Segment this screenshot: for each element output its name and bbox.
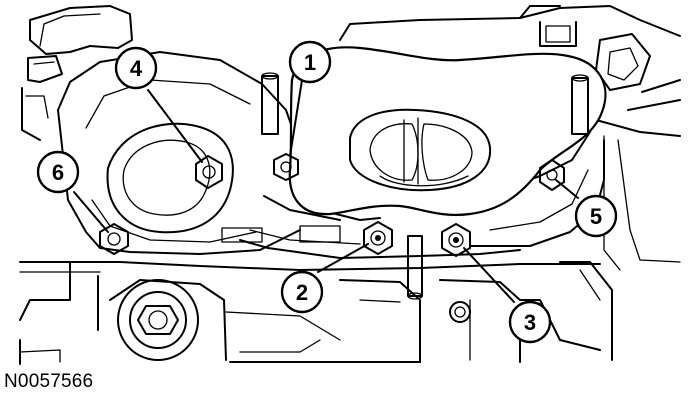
callout-3: 3 <box>508 300 552 344</box>
callout-6: 6 <box>36 150 80 194</box>
callout-1-text: 1 <box>304 50 316 75</box>
nut-1 <box>273 153 299 181</box>
callout-5-text: 5 <box>590 204 602 229</box>
nut-4 <box>195 155 223 189</box>
figure-id-label: N0057566 <box>4 371 94 392</box>
callout-4: 4 <box>114 46 158 90</box>
nut-6 <box>99 223 129 255</box>
manifold-stud-right <box>571 74 589 135</box>
manifold-stud-lower <box>407 235 423 300</box>
callout-5: 5 <box>574 194 618 238</box>
nut-3 <box>441 223 471 257</box>
callout-6-text: 6 <box>52 160 64 185</box>
manifold-stud-left <box>261 72 279 135</box>
callout-1: 1 <box>288 40 332 84</box>
callout-2-text: 2 <box>296 280 308 305</box>
manifold-outlet-flange <box>288 46 607 216</box>
leader-lines <box>73 79 579 303</box>
engine-block-background <box>19 5 681 365</box>
nut-2 <box>363 221 393 255</box>
lower-small-nut <box>449 301 471 323</box>
callout-2: 2 <box>280 270 324 314</box>
nut-5 <box>539 159 565 191</box>
callout-3-text: 3 <box>524 310 536 335</box>
lower-boss <box>117 279 199 361</box>
callout-4-text: 4 <box>130 56 143 81</box>
